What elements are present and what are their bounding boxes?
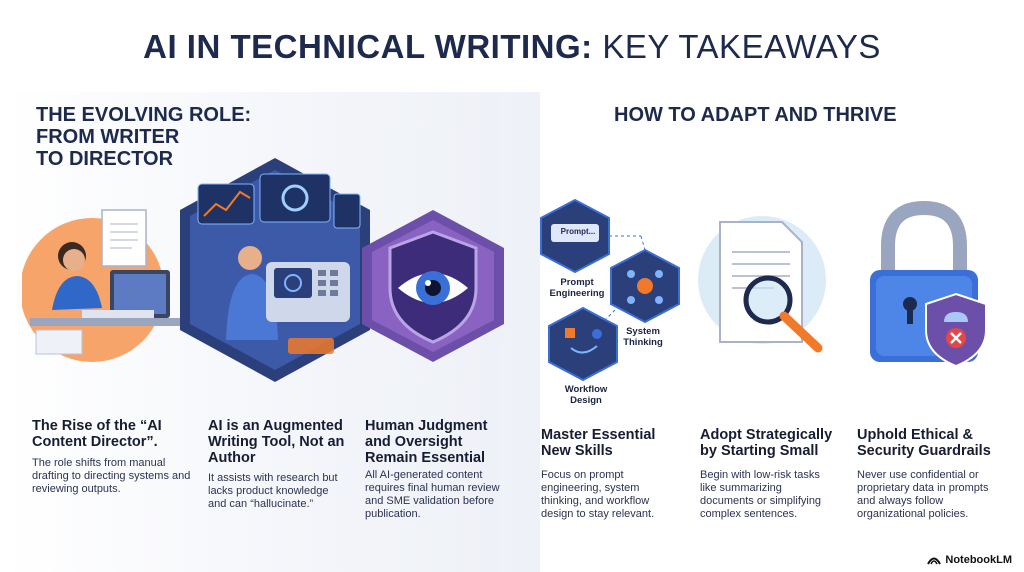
card-ai-content-director-body: The role shifts from manual drafting to … (32, 457, 191, 495)
card-human-judgment-title: Human Judgment and Oversight Remain Esse… (365, 418, 488, 466)
card-guardrails-body: Never use confidential or proprietary da… (857, 469, 989, 520)
left-heading-line-1: THE EVOLVING ROLE: (36, 104, 252, 126)
skill-label-prompt-engineering: Prompt Engineering (549, 277, 605, 299)
left-heading-line-3: TO DIRECTOR (36, 148, 174, 170)
skill-label-system-thinking: System Thinking (623, 326, 663, 348)
brand-footer: NotebookLM (927, 554, 1012, 566)
card-start-small-body: Begin with low-risk tasks like summarizi… (700, 469, 822, 520)
card-ai-content-director-title: The Rise of the “AI Content Director”. (32, 418, 162, 450)
writer-at-desk-illustration (22, 209, 180, 362)
title-bold: AI IN TECHNICAL WRITING: (143, 28, 593, 65)
eye-shield-illustration (362, 210, 504, 362)
card-augmented-tool-body: It assists with research but lacks produ… (208, 472, 338, 510)
prompt-screen-text: Prompt... (560, 227, 596, 236)
skills-network-illustration (540, 198, 680, 382)
notebooklm-logo-icon (927, 557, 942, 565)
left-section-heading: THE EVOLVING ROLE: FROM WRITER TO DIRECT… (36, 104, 251, 170)
magnifier-icon (743, 275, 793, 325)
gear-icon (281, 184, 309, 212)
page-title: AI IN TECHNICAL WRITING: KEY TAKEAWAYS (0, 28, 1024, 66)
card-guardrails-title: Uphold Ethical & Security Guardrails (857, 427, 991, 459)
right-section-heading: HOW TO ADAPT AND THRIVE (614, 104, 897, 126)
ai-control-panel-illustration (180, 158, 370, 382)
left-panel-arrow-edge (480, 92, 528, 572)
skill-label-workflow-design: Workflow Design (564, 384, 608, 406)
title-thin: KEY TAKEAWAYS (592, 28, 881, 65)
card-start-small-title: Adopt Strategically by Starting Small (700, 427, 833, 459)
padlock-shield-illustration (870, 200, 987, 368)
document-magnifier-illustration (698, 216, 826, 353)
document-icon (101, 209, 147, 267)
lock-icon (881, 200, 967, 276)
card-master-skills-body: Focus on prompt engineering, system thin… (541, 469, 655, 520)
brand-name: NotebookLM (945, 554, 1012, 566)
card-augmented-tool-title: AI is an Augmented Writing Tool, Not an … (208, 418, 345, 466)
card-master-skills-title: Master Essential New Skills (541, 427, 656, 459)
left-heading-line-2: FROM WRITER (36, 126, 180, 148)
card-human-judgment-body: All AI-generated content requires final … (365, 469, 500, 520)
